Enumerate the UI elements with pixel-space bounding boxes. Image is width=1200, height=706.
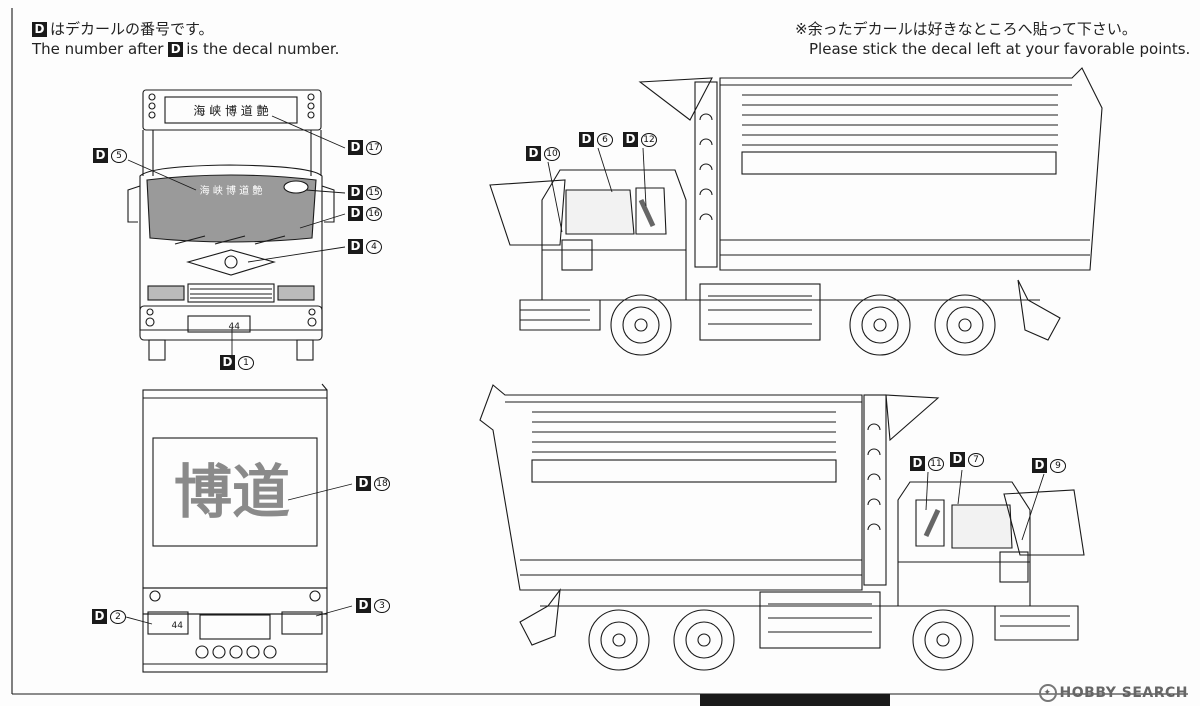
rear-decal-text: 博道 <box>174 458 290 526</box>
decal-marker-icon: D <box>348 206 363 221</box>
callout-number: 18 <box>374 476 390 491</box>
callout-number: 5 <box>111 148 127 163</box>
side-view-top <box>489 67 1103 356</box>
decal-marker-icon: D <box>579 132 594 147</box>
callout-number: 9 <box>1050 458 1066 473</box>
watermark-text: HOBBY SEARCH <box>1059 685 1188 701</box>
callout-number: 12 <box>641 132 657 147</box>
decal-marker-icon: D <box>1032 458 1047 473</box>
callout-number: 11 <box>928 456 944 471</box>
decal-marker-icon: D <box>910 456 925 471</box>
decal-marker-icon: D <box>168 42 184 57</box>
decal-marker-icon: D <box>348 140 363 155</box>
decal-marker-icon: D <box>526 146 541 161</box>
leftover-note-jp: ※余ったデカールは好きなところへ貼って下さい。 <box>795 20 1137 38</box>
decal-marker-icon: D <box>32 22 47 37</box>
front-plate-number: 44 <box>229 322 241 332</box>
callout-number: 3 <box>374 598 390 613</box>
decal-marker-icon: D <box>93 148 108 163</box>
decal-marker-icon: D <box>348 239 363 254</box>
callout-number: 15 <box>366 185 382 200</box>
callout-number: 16 <box>366 206 382 221</box>
callout-number: 10 <box>544 146 560 161</box>
side-view-bottom <box>479 384 1085 671</box>
leftover-note-en: Please stick the decal left at your favo… <box>809 40 1191 58</box>
leader-lines <box>125 115 1045 625</box>
watermark: ✦HOBBY SEARCH <box>1038 684 1188 702</box>
rear-plate-number: 44 <box>172 621 184 631</box>
callout-number: 4 <box>366 239 382 254</box>
callout-number: 7 <box>968 452 984 467</box>
wheels-bottom-side <box>588 609 974 671</box>
rear-lamps <box>195 645 277 659</box>
header-note-jp-text: はデカールの番号です。 <box>50 20 214 38</box>
frame-bottom-tab <box>700 694 890 706</box>
rear-view: 博道 44 <box>142 383 328 673</box>
header-note-en-post: is the decal number. <box>186 40 340 58</box>
callout-number: 6 <box>597 132 613 147</box>
decal-marker-icon: D <box>92 609 107 624</box>
decal-marker-icon: D <box>220 355 235 370</box>
callout-number: 17 <box>366 140 382 155</box>
front-sign-text: 海 峡 博 道 艶 <box>193 103 268 118</box>
decal-marker-icon: D <box>348 185 363 200</box>
decal-marker-icon: D <box>356 476 371 491</box>
visor-text: 海 峡 博 道 艶 <box>200 184 263 197</box>
hobby-search-logo-icon: ✦ <box>1038 684 1057 702</box>
decal-marker-icon: D <box>356 598 371 613</box>
wheels-top-side <box>610 294 996 356</box>
header-note-en-pre: The number after <box>32 40 164 58</box>
front-view: 海 峡 博 道 艶 海 峡 博 道 艶 44 <box>127 89 335 361</box>
decal-marker-icon: D <box>623 132 638 147</box>
callout-number: 2 <box>110 609 126 624</box>
callout-number: 1 <box>238 355 254 370</box>
decal-marker-icon: D <box>950 452 965 467</box>
